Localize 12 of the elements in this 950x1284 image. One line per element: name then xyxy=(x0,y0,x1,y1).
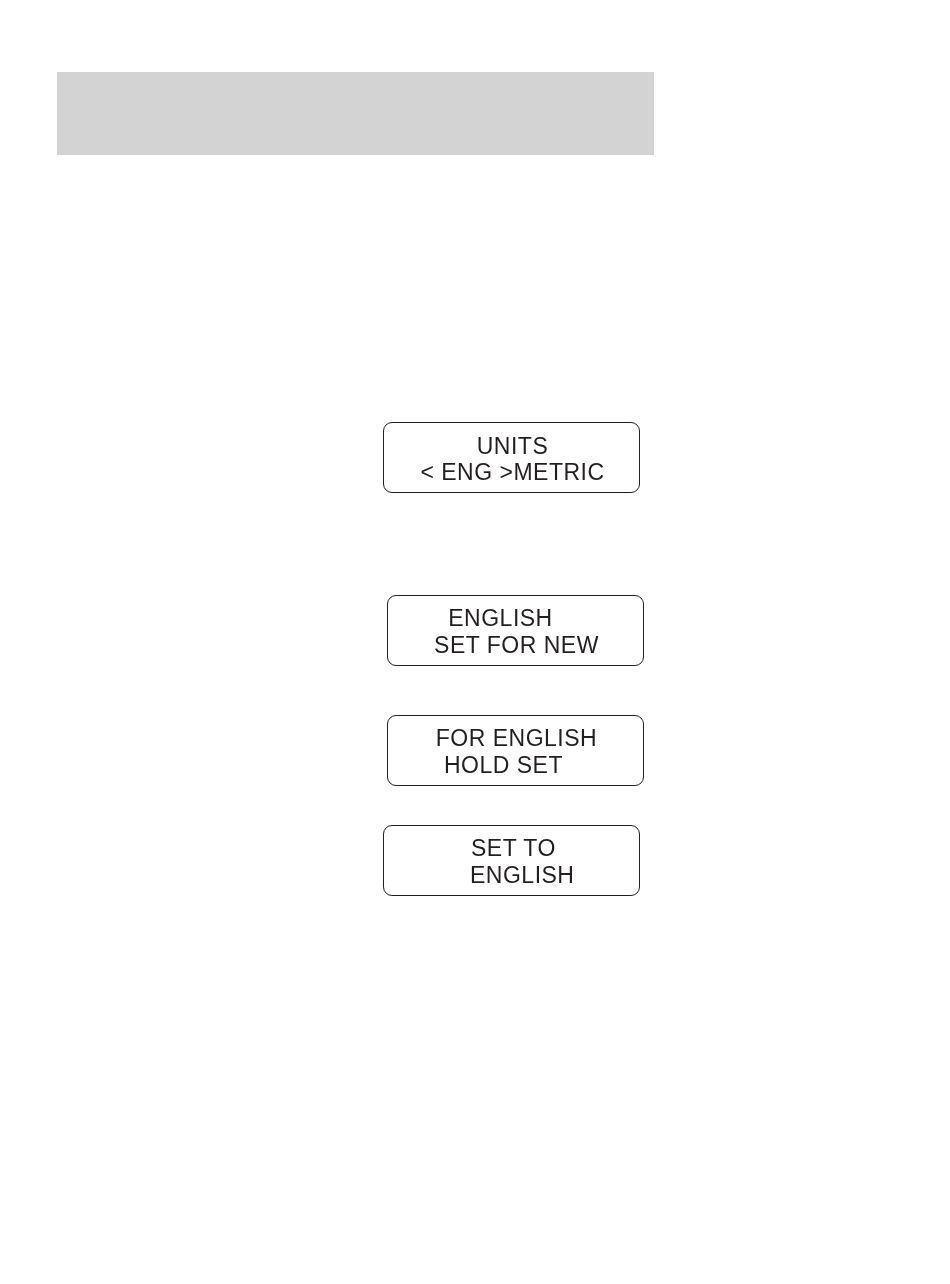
display-text: ENGLISH xyxy=(448,606,553,631)
lcd-display xyxy=(387,715,644,786)
display-text: < ENG >METRIC xyxy=(420,460,605,485)
display-text: FOR ENGLISH xyxy=(435,726,598,751)
lcd-display xyxy=(383,422,640,493)
lcd-display xyxy=(383,825,640,896)
display-text: UNITS xyxy=(476,434,549,459)
display-text: SET TO xyxy=(471,836,556,861)
display-text: SET FOR NEW xyxy=(434,633,599,658)
lcd-display xyxy=(387,595,644,666)
display-text: ENGLISH xyxy=(470,863,575,888)
display-text: HOLD SET xyxy=(444,753,563,778)
